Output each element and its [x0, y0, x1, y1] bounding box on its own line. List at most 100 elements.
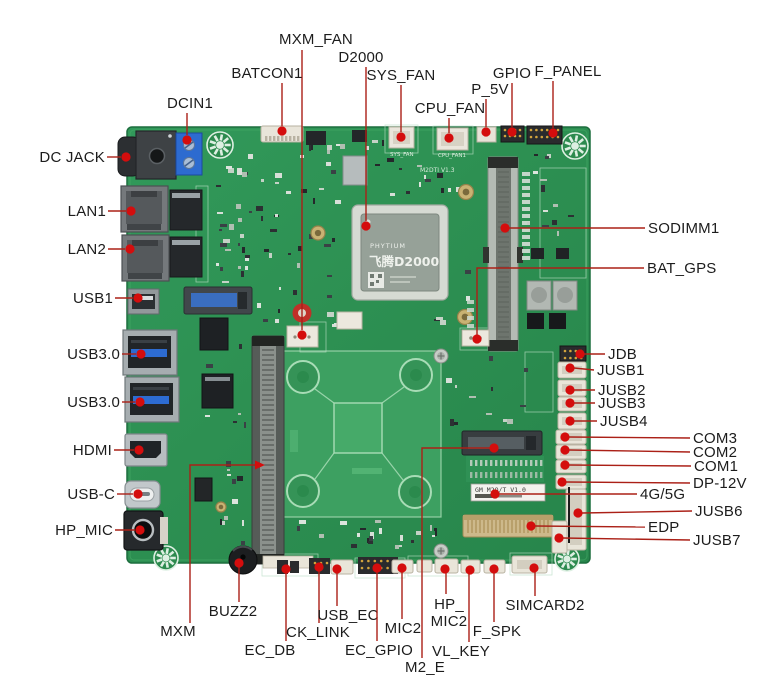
callout-label: F_SPK: [473, 623, 522, 640]
callout-line: [562, 537, 691, 541]
callout-label: USB_EC: [317, 607, 378, 624]
callout-label: LAN1: [68, 203, 106, 220]
callout-dot: [332, 564, 342, 574]
com2-connector: [555, 444, 587, 460]
callout-dot: [489, 564, 499, 574]
callout-jdb: JDB: [575, 346, 637, 363]
callout-dot: [529, 563, 539, 573]
silk-rev: M2DTI V1.3: [420, 167, 455, 174]
callout-label: SIMCARD2: [505, 597, 584, 614]
callout-vl-key: VL_KEY: [432, 565, 490, 660]
callout-dot: [133, 293, 143, 303]
callout-usb30-a: USB3.0: [67, 346, 146, 363]
chip-qr-code: [368, 272, 384, 288]
callout-label: VL_KEY: [432, 643, 490, 660]
callout-dot: [481, 127, 491, 137]
callout-batcon1: BATCON1: [231, 65, 302, 136]
callout-dot: [134, 445, 144, 455]
callout-dot: [281, 564, 291, 574]
jusb6-connector: [565, 488, 587, 551]
callout-label: LAN2: [68, 241, 106, 258]
callout-label: JUSB1: [597, 362, 645, 379]
standoff-3: [310, 225, 326, 241]
chip-brand-text: PHYTIUM: [370, 242, 406, 250]
callout-dot: [526, 521, 536, 531]
callout-dot: [489, 443, 499, 453]
callout-usb-c: USB-C: [67, 486, 143, 503]
mount-hole-top-right: [561, 132, 589, 160]
callout-label: MXM_FAN: [279, 31, 353, 48]
screw-1: [433, 348, 449, 364]
usb3-port-a: [122, 329, 178, 376]
callout-dot: [554, 533, 564, 543]
edp-connector: [462, 514, 554, 538]
callout-dot: [560, 445, 570, 455]
callout-dot: [440, 564, 450, 574]
callout-line: [565, 481, 691, 484]
callout-sodimm1: SODIMM1: [500, 220, 719, 237]
ic-1: [199, 317, 229, 351]
callout-dot: [234, 558, 244, 568]
center-connector: [336, 311, 363, 330]
m2-key-e-slot: [461, 430, 543, 456]
callout-com3: COM3: [560, 430, 737, 447]
callout-dot: [314, 562, 324, 572]
callout-dot: [565, 363, 575, 373]
callout-label: SODIMM1: [648, 220, 719, 237]
callout-jusb3: JUSB3: [565, 395, 645, 412]
callout-label: HP_: [434, 596, 464, 613]
callout-label: P_5V: [471, 81, 509, 98]
standoff-1: [457, 183, 475, 201]
callout-dot: [135, 525, 145, 535]
callout-ck-link: CK_LINK: [286, 562, 350, 641]
screw-2: [433, 543, 449, 559]
unlabeled-connector: [416, 559, 433, 573]
callout-dot: [136, 349, 146, 359]
callout-dot: [182, 135, 192, 145]
ic-3: [194, 477, 213, 502]
callout-dot: [126, 206, 136, 216]
callout-dot: [573, 508, 583, 518]
callout-dot: [297, 330, 307, 340]
callout-line: [568, 436, 691, 439]
callout-label: JUSB7: [693, 532, 741, 549]
callout-line: [421, 447, 490, 658]
callout-jusb6: JUSB6: [573, 503, 742, 520]
callout-buzz2: BUZZ2: [209, 558, 257, 620]
callout-label: USB3.0: [67, 346, 120, 363]
callout-simcard2: SIMCARD2: [505, 563, 584, 614]
callout-label: COM3: [693, 430, 737, 447]
mount-hole-bottom-left: [153, 545, 179, 571]
buzzer: [228, 545, 258, 575]
callout-label: EC_GPIO: [345, 642, 413, 659]
callout-jusb4: JUSB4: [565, 413, 647, 430]
callout-label: SYS_FAN: [367, 67, 436, 84]
callout-com1: COM1: [560, 458, 738, 475]
callout-line: [189, 464, 256, 623]
callout-label: F_PANEL: [535, 63, 602, 80]
callout-label: HDMI: [73, 442, 112, 459]
callout-label: USB-C: [67, 486, 115, 503]
callout-p-5v: P_5V: [471, 81, 509, 137]
callout-hdmi: HDMI: [73, 442, 144, 459]
callout-label: COM1: [694, 458, 738, 475]
callout-label: DCIN1: [167, 95, 213, 112]
callout-label: USB3.0: [67, 394, 120, 411]
usb1-port: [127, 288, 160, 315]
callout-dot: [557, 477, 567, 487]
callout-label: USB1: [73, 290, 113, 307]
callout-hp-mic: HP_MIC: [55, 522, 145, 539]
callout-dot: [507, 127, 517, 137]
callout-label: M2_E: [405, 659, 445, 676]
callout-label: JUSB6: [695, 503, 743, 520]
callout-dot: [560, 460, 570, 470]
callouts-layer: MXM_FAN BATCON1 D2000 SYS_FAN CPU_FAN P_…: [39, 31, 746, 676]
callout-label: DC JACK: [39, 149, 105, 166]
callout-dot: [575, 349, 585, 359]
callout-label: JDB: [608, 346, 637, 363]
callout-bat-gps: BAT_GPS: [472, 260, 716, 344]
usb3-port-b: [124, 376, 180, 423]
callout-dot: [500, 223, 510, 233]
top-ic2: [352, 130, 367, 142]
